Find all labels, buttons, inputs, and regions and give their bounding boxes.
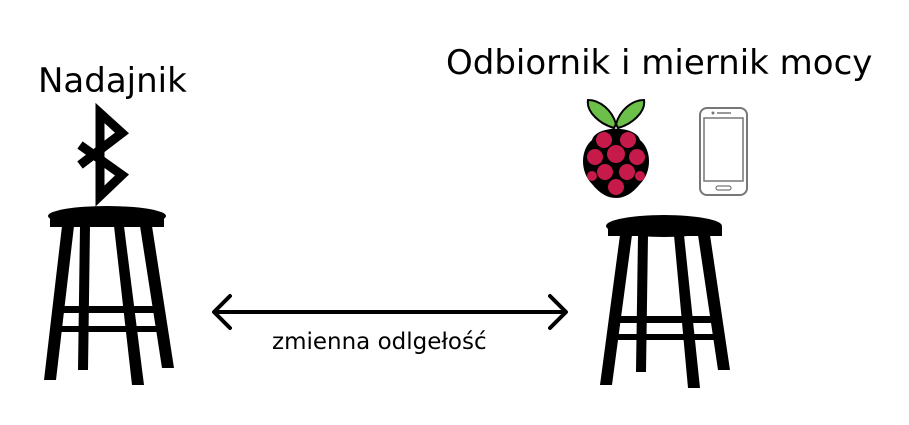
bluetooth-icon [77,102,130,207]
smartphone-icon [699,107,748,196]
receiver-label: Odbiornik i miernik mocy [446,43,873,83]
receiver-stool [600,215,730,388]
transmitter-label: Nadajnik [38,61,187,101]
double-arrow-icon [212,294,568,330]
raspberry-pi-icon [583,98,649,198]
distance-label: zmienna odlgełość [272,329,487,355]
transmitter-stool [44,206,174,385]
